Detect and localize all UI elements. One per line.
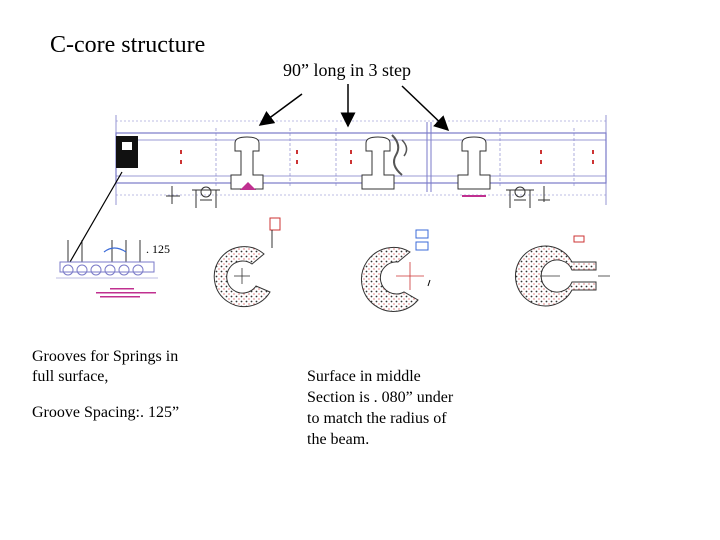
surface-note-line-3: to match the radius of bbox=[307, 410, 447, 427]
groove-dimension-label: . 125 bbox=[146, 242, 170, 256]
page-title: C-core structure bbox=[50, 32, 206, 58]
c-core-section-3 bbox=[515, 235, 610, 307]
groove-note-line-1: Grooves for Springs in bbox=[32, 348, 179, 365]
c-core-section-2 bbox=[361, 229, 431, 312]
beam-side-view bbox=[115, 115, 607, 208]
groove-note-line-3: Groove Spacing:. 125” bbox=[32, 404, 180, 421]
groove-note-line-2: full surface, bbox=[32, 368, 109, 385]
surface-note-line-1: Surface in middle bbox=[307, 368, 421, 385]
groove-note: Grooves for Springs in full surface, Gro… bbox=[32, 347, 179, 439]
surface-note-line-2: Section is . 080” under bbox=[307, 389, 454, 406]
surface-note: Surface in middle Section is . 080” unde… bbox=[307, 366, 453, 450]
length-caption: 90” long in 3 step bbox=[283, 60, 411, 80]
surface-note-line-4: the beam. bbox=[307, 431, 370, 448]
callout-arrows bbox=[69, 84, 450, 263]
c-core-section-1 bbox=[213, 217, 281, 308]
groove-detail bbox=[56, 240, 158, 298]
